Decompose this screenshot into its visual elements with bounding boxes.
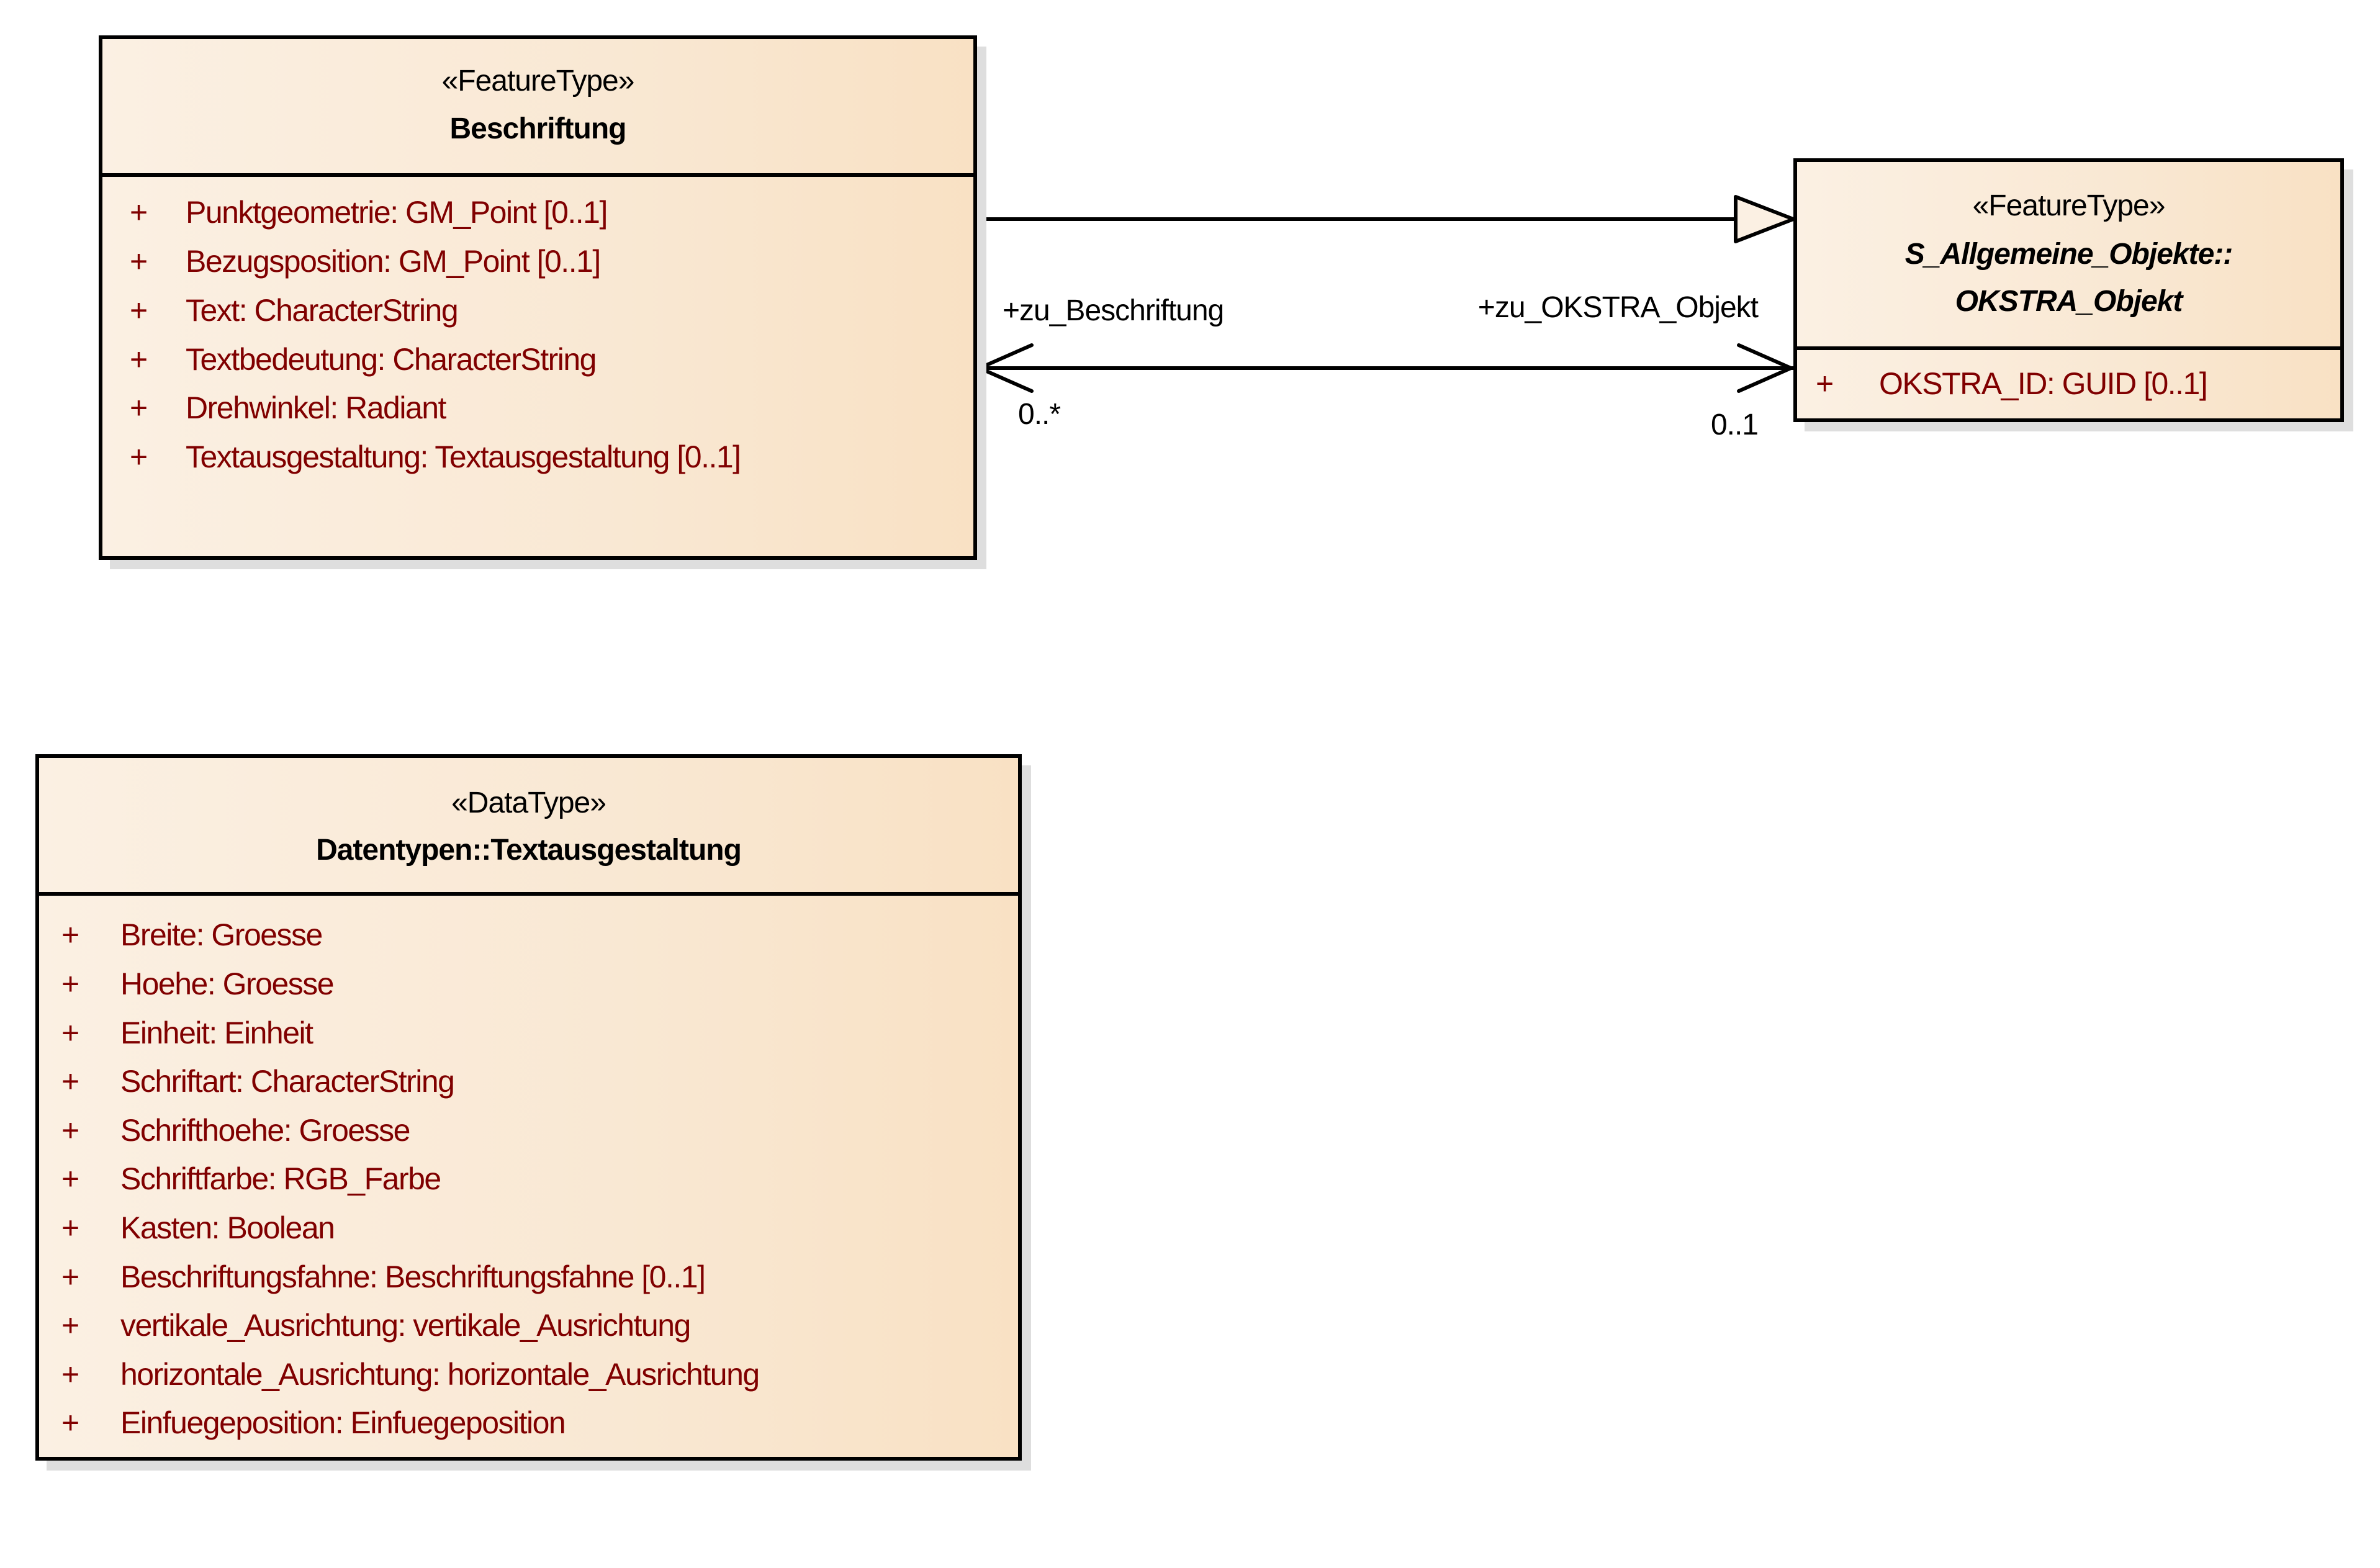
class-textausgestaltung[interactable]: «DataType» Datentypen::Textausgestaltung…	[35, 754, 1022, 1461]
visibility-marker: +	[61, 1405, 79, 1440]
visibility-marker: +	[130, 439, 148, 474]
multiplicity-label-target: 0..1	[1710, 408, 1759, 441]
visibility-marker: +	[61, 1308, 79, 1343]
visibility-marker: +	[130, 293, 148, 328]
attribute-text: Bezugsposition: GM_Point [0..1]	[186, 244, 601, 279]
visibility-marker: +	[130, 342, 148, 377]
attribute-text: Textbedeutung: CharacterString	[186, 342, 597, 377]
multiplicity-label-source: 0..*	[1018, 398, 1061, 431]
class-stereotype: «FeatureType»	[441, 65, 635, 97]
attribute-text: OKSTRA_ID: GUID [0..1]	[1879, 366, 2208, 401]
attribute-text: Breite: Groesse	[120, 917, 323, 952]
attribute-text: Kasten: Boolean	[120, 1210, 335, 1245]
attribute-text: vertikale_Ausrichtung: vertikale_Ausrich…	[120, 1308, 691, 1343]
visibility-marker: +	[61, 1016, 79, 1050]
visibility-marker: +	[130, 195, 148, 230]
attribute-text: horizontale_Ausrichtung: horizontale_Aus…	[120, 1357, 760, 1392]
attribute-text: Text: CharacterString	[186, 293, 459, 328]
visibility-marker: +	[61, 1357, 79, 1392]
visibility-marker: +	[61, 917, 79, 952]
attribute-text: Hoehe: Groesse	[120, 966, 335, 1001]
class-divider	[102, 173, 973, 177]
visibility-marker: +	[61, 1210, 79, 1245]
class-divider	[39, 892, 1018, 896]
class-stereotype: «FeatureType»	[1972, 189, 2166, 222]
attribute-text: Einfuegeposition: Einfuegeposition	[120, 1405, 566, 1440]
class-name: OKSTRA_Objekt	[1955, 285, 2183, 318]
visibility-marker: +	[61, 1113, 79, 1148]
attribute-text: Schriftart: CharacterString	[120, 1064, 455, 1099]
visibility-marker: +	[61, 966, 79, 1001]
attribute-text: Schriftfarbe: RGB_Farbe	[120, 1161, 441, 1196]
association-arrowhead-right-icon	[1737, 343, 1796, 393]
visibility-marker: +	[61, 1064, 79, 1099]
class-name-package: S_Allgemeine_Objekte::	[1904, 238, 2234, 271]
visibility-marker: +	[130, 390, 148, 425]
attribute-text: Schrifthoehe: Groesse	[120, 1113, 411, 1148]
role-label-zu-okstra-objekt: +zu_OKSTRA_Objekt	[1477, 291, 1759, 324]
class-name: Datentypen::Textausgestaltung	[316, 834, 742, 867]
attribute-text: Drehwinkel: Radiant	[186, 390, 446, 425]
attribute-text: Textausgestaltung: Textausgestaltung [0.…	[186, 439, 741, 474]
generalization-arrowhead-icon	[1734, 195, 1795, 243]
class-stereotype: «DataType»	[451, 786, 606, 819]
class-okstra-objekt[interactable]: «FeatureType» S_Allgemeine_Objekte:: OKS…	[1793, 158, 2344, 422]
attribute-text: Beschriftungsfahne: Beschriftungsfahne […	[120, 1259, 706, 1294]
class-divider	[1797, 346, 2340, 350]
role-label-zu-beschriftung: +zu_Beschriftung	[1003, 294, 1224, 327]
attribute-text: Einheit: Einheit	[120, 1016, 313, 1050]
visibility-marker: +	[1816, 366, 1834, 401]
visibility-marker: +	[130, 244, 148, 279]
visibility-marker: +	[61, 1161, 79, 1196]
class-name: Beschriftung	[449, 112, 626, 145]
visibility-marker: +	[61, 1259, 79, 1294]
class-beschriftung[interactable]: «FeatureType» Beschriftung + Punktgeomet…	[99, 35, 977, 560]
attribute-text: Punktgeometrie: GM_Point [0..1]	[186, 195, 608, 230]
